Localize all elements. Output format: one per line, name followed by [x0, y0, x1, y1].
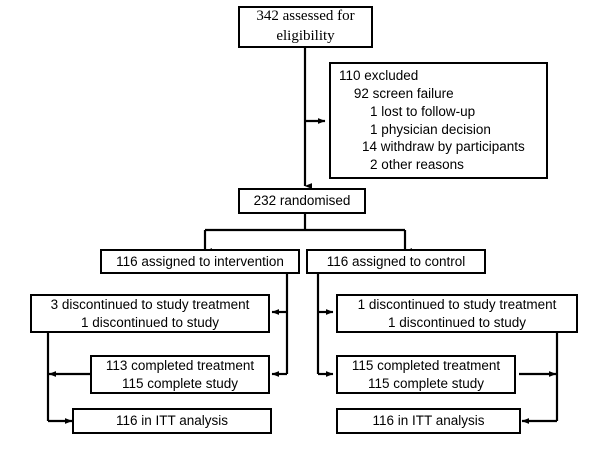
assessed-line-2: eligibility	[276, 28, 335, 44]
excluded-line-1: 110 excluded	[339, 68, 419, 84]
node-randomised: 232 randomised	[238, 188, 366, 214]
completed-right-line-1: 115 completed treatment	[351, 357, 501, 373]
node-discontinued-intervention: 3 discontinued to study treatment 1 disc…	[30, 294, 270, 333]
node-discontinued-control: 1 discontinued to study treatment 1 disc…	[336, 294, 578, 333]
discontinued-left-line-1: 3 discontinued to study treatment	[50, 296, 250, 312]
assigned-control-line-1: 116 assigned to control	[326, 253, 466, 269]
node-itt-control: 116 in ITT analysis	[336, 408, 521, 434]
discontinued-right-line-1: 1 discontinued to study treatment	[357, 296, 557, 312]
node-excluded: 110 excluded 92 screen failure 1 lost to…	[329, 62, 548, 179]
completed-left-line-2: 115 complete study	[121, 375, 239, 391]
excluded-line-6: 2 other reasons	[370, 157, 464, 173]
excluded-line-4: 1 physician decision	[370, 121, 491, 137]
excluded-line-3: 1 lost to follow-up	[370, 103, 476, 119]
discontinued-right-line-2: 1 discontinued to study	[387, 314, 527, 330]
node-completed-control: 115 completed treatment 115 complete stu…	[336, 355, 516, 394]
node-completed-intervention: 113 completed treatment 115 complete stu…	[90, 355, 270, 394]
node-itt-intervention: 116 in ITT analysis	[72, 408, 272, 434]
excluded-line-2: 92 screen failure	[353, 85, 454, 101]
assessed-line-1: 342 assessed for	[256, 8, 355, 25]
assigned-intervention-line-1: 116 assigned to intervention	[116, 253, 284, 269]
completed-left-line-1: 113 completed treatment	[105, 357, 255, 373]
completed-right-line-2: 115 complete study	[367, 375, 485, 391]
itt-right-line-1: 116 in ITT analysis	[372, 413, 485, 429]
itt-left-line-1: 116 in ITT analysis	[115, 413, 229, 429]
node-assigned-control: 116 assigned to control	[306, 249, 486, 274]
discontinued-left-line-2: 1 discontinued to study	[80, 314, 220, 330]
node-assigned-intervention: 116 assigned to intervention	[100, 249, 300, 274]
randomised-line-1: 232 randomised	[253, 193, 351, 209]
excluded-line-5: 14 withdraw by participants	[361, 139, 525, 155]
node-assessed-for-eligibility: 342 assessed for eligibility	[238, 6, 373, 48]
